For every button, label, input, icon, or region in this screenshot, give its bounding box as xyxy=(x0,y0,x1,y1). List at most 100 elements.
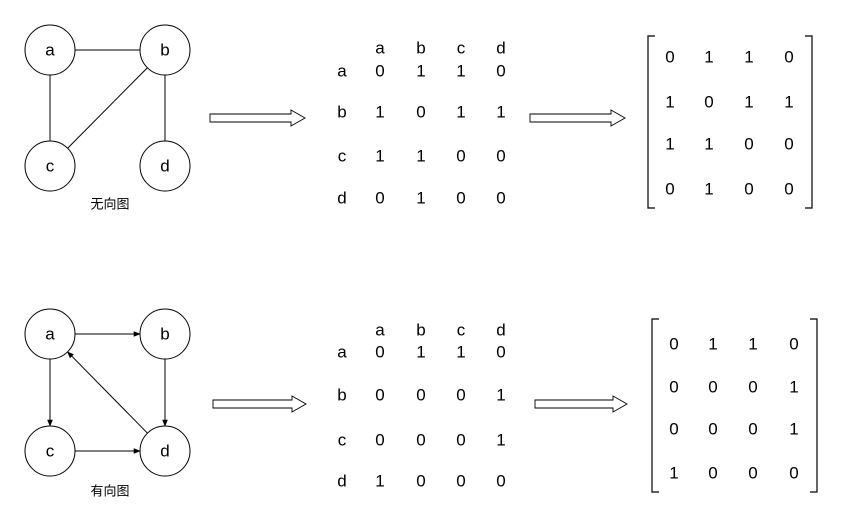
table-cell: 0 xyxy=(496,62,505,81)
node-b xyxy=(139,308,191,360)
edge-d-a xyxy=(67,351,148,434)
matrix-cell: 1 xyxy=(708,335,717,354)
table-cell: 0 xyxy=(375,386,384,405)
matrix-cell: 0 xyxy=(708,464,717,483)
table-cell: 0 xyxy=(496,147,505,166)
table-cell: 0 xyxy=(375,431,384,450)
node-a xyxy=(24,308,76,360)
matrix-cell: 1 xyxy=(704,48,713,67)
table-cell: 0 xyxy=(375,62,384,81)
table-cell: 0 xyxy=(496,343,505,362)
table-cell: 0 xyxy=(375,343,384,362)
table-row-header: c xyxy=(338,431,347,450)
table-cell: 1 xyxy=(416,147,425,166)
matrix-cell: 0 xyxy=(789,335,798,354)
table-col-header: c xyxy=(457,39,466,58)
matrix-cell: 0 xyxy=(748,464,757,483)
node-d xyxy=(139,140,191,192)
table-cell: 1 xyxy=(375,147,384,166)
node-d-label: d xyxy=(160,157,169,176)
matrix-cell: 1 xyxy=(789,420,798,439)
table-cell: 1 xyxy=(496,431,505,450)
node-c-label: c xyxy=(46,442,55,461)
table-col-header: a xyxy=(375,39,385,58)
table-row-header: d xyxy=(337,472,346,491)
matrix-cell: 0 xyxy=(708,378,717,397)
table-cell: 1 xyxy=(416,189,425,208)
edge-b-c xyxy=(67,67,148,149)
matrix-cell: 1 xyxy=(744,93,753,112)
table-cell: 1 xyxy=(456,103,465,122)
matrix-cell: 0 xyxy=(784,180,793,199)
table-cell: 0 xyxy=(416,431,425,450)
table-col-header: b xyxy=(416,321,425,340)
node-d-label: d xyxy=(160,442,169,461)
matrix-cell: 0 xyxy=(784,48,793,67)
matrix-cell: 1 xyxy=(748,335,757,354)
table-cell: 1 xyxy=(456,343,465,362)
matrix-cell: 1 xyxy=(789,378,798,397)
matrix-cell: 0 xyxy=(669,335,678,354)
table-row-header: b xyxy=(337,386,346,405)
table-cell: 1 xyxy=(375,472,384,491)
table-cell: 0 xyxy=(375,189,384,208)
undirected-arrow-to-table xyxy=(209,109,306,127)
matrix-cell: 0 xyxy=(665,48,674,67)
node-a-label: a xyxy=(45,41,55,60)
matrix-cell: 0 xyxy=(669,420,678,439)
graph-caption: 无向图 xyxy=(90,197,129,213)
node-a xyxy=(24,24,76,76)
table-cell: 0 xyxy=(456,189,465,208)
table-col-header: b xyxy=(416,39,425,58)
node-c-label: c xyxy=(46,157,55,176)
node-d xyxy=(139,425,191,477)
matrix-right-bracket xyxy=(810,318,818,493)
table-cell: 0 xyxy=(456,472,465,491)
node-c xyxy=(24,425,76,477)
table-cell: 1 xyxy=(416,62,425,81)
table-col-header: a xyxy=(375,321,385,340)
matrix-right-bracket xyxy=(805,35,813,209)
directed-arrow-to-table xyxy=(212,395,307,413)
table-cell: 0 xyxy=(416,386,425,405)
table-cell: 0 xyxy=(496,472,505,491)
table-cell: 0 xyxy=(496,189,505,208)
table-cell: 1 xyxy=(496,103,505,122)
table-cell: 1 xyxy=(375,103,384,122)
matrix-cell: 1 xyxy=(669,464,678,483)
matrix-cell: 1 xyxy=(704,135,713,154)
matrix-cell: 0 xyxy=(669,378,678,397)
node-b-label: b xyxy=(160,41,169,60)
table-cell: 1 xyxy=(416,343,425,362)
table-cell: 1 xyxy=(456,62,465,81)
matrix-cell: 0 xyxy=(744,135,753,154)
matrix-cell: 0 xyxy=(744,180,753,199)
matrix-left-bracket xyxy=(651,318,659,493)
node-a-label: a xyxy=(45,325,55,344)
matrix-cell: 0 xyxy=(784,135,793,154)
table-cell: 0 xyxy=(456,147,465,166)
table-row-header: d xyxy=(337,189,346,208)
node-c xyxy=(24,140,76,192)
matrix-cell: 0 xyxy=(748,378,757,397)
table-row-header: b xyxy=(337,103,346,122)
table-cell: 0 xyxy=(416,103,425,122)
table-cell: 0 xyxy=(456,386,465,405)
table-row-header: a xyxy=(337,343,347,362)
table-col-header: d xyxy=(496,39,505,58)
directed-arrow-to-matrix xyxy=(534,395,628,413)
matrix-cell: 1 xyxy=(784,93,793,112)
undirected-arrow-to-matrix xyxy=(529,109,626,127)
table-cell: 0 xyxy=(416,472,425,491)
node-b-label: b xyxy=(160,325,169,344)
table-col-header: d xyxy=(496,321,505,340)
graph-caption: 有向图 xyxy=(90,484,129,500)
node-b xyxy=(139,24,191,76)
table-row-header: a xyxy=(337,62,347,81)
matrix-cell: 0 xyxy=(748,420,757,439)
matrix-cell: 1 xyxy=(704,180,713,199)
table-row-header: c xyxy=(338,147,347,166)
